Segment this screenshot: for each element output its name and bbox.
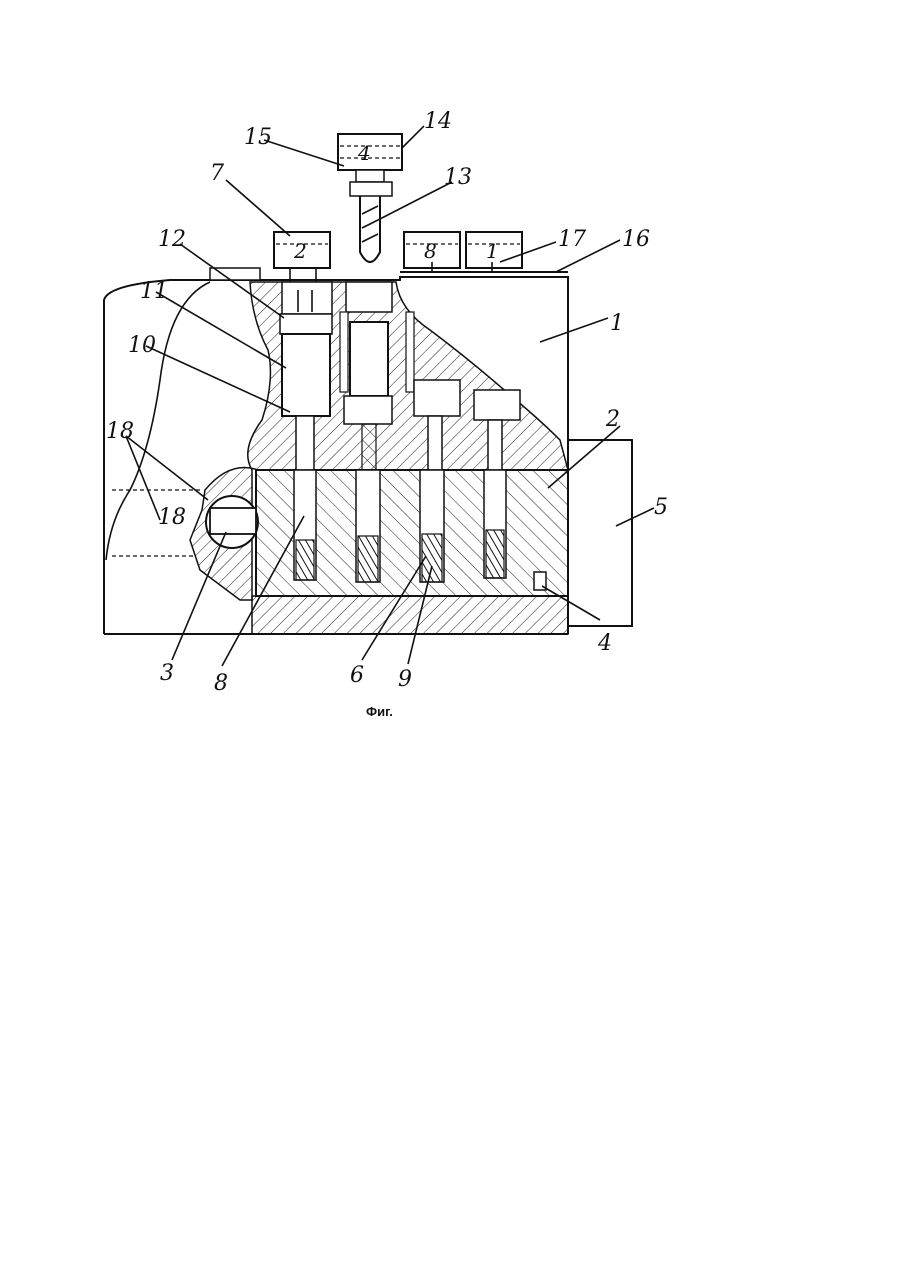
label-13: 13 (444, 165, 472, 190)
block-top-8-label: 8 (424, 239, 437, 263)
label-8: 8 (214, 671, 228, 696)
label-9: 9 (398, 667, 412, 692)
pivot-key-3 (210, 508, 256, 534)
label-17: 17 (558, 227, 586, 252)
label-11: 11 (140, 279, 168, 304)
label-6: 6 (350, 663, 364, 688)
label-2: 2 (605, 407, 620, 432)
label-5: 5 (654, 495, 668, 520)
part-18-label: 18 (158, 505, 186, 530)
label-18: 18 (106, 419, 134, 444)
label-3: 3 (160, 661, 174, 686)
label-12: 12 (158, 227, 186, 252)
block-top-8: 8 (404, 232, 460, 272)
figure-caption: Фиг. (366, 704, 393, 719)
label-7: 7 (210, 161, 224, 186)
base-plate (252, 596, 568, 634)
label-1: 1 (610, 311, 624, 336)
label-16: 16 (622, 227, 650, 252)
block-top-1: 1 (466, 232, 522, 272)
label-14: 14 (424, 109, 452, 134)
tool-14-label: 4 (357, 141, 371, 165)
label-15: 15 (244, 125, 272, 150)
label-4: 4 (597, 631, 612, 656)
label-10: 10 (128, 333, 156, 358)
block-top-2-label: 2 (293, 239, 307, 263)
block-top-1-label: 1 (486, 239, 499, 263)
